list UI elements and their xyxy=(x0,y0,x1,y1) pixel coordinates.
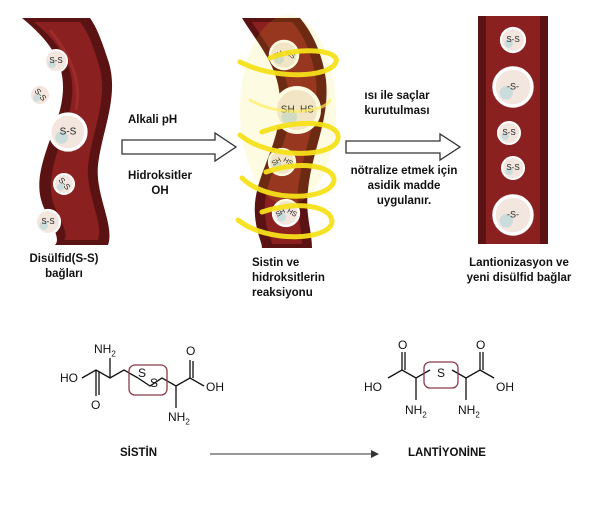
thiol-label-right: HS xyxy=(286,208,298,219)
disulfide-bond-bubble: S-S xyxy=(48,112,88,152)
bond-label: S-S xyxy=(506,163,519,172)
arrow1-top-label: Alkali pH xyxy=(128,114,178,126)
arrow1-bottom-label: Hidroksitler OH xyxy=(128,170,192,197)
lanthionine-ho: HO xyxy=(364,380,382,394)
lanthionine-oh: OH xyxy=(496,380,514,394)
cystine-name: SİSTİN xyxy=(120,447,158,459)
bond-label: S-S xyxy=(502,128,515,137)
bond-label: S-S xyxy=(49,56,62,65)
stage1-bubbles: S-S S-S S-S S-S S-S xyxy=(29,49,88,236)
lanthionine-structure xyxy=(387,352,495,400)
stage3-caption: Lantionizasyon ve yeni disülfid bağlar xyxy=(466,257,572,284)
lanthionine-o-left: O xyxy=(398,338,408,352)
new-bond-bubble: S-S xyxy=(501,156,525,180)
cystine-oh: OH xyxy=(206,380,224,394)
cystine-o-bottom: O xyxy=(91,398,101,412)
disulfide-bond-bubble: S-S xyxy=(29,84,51,106)
cystine-s-right: S xyxy=(150,376,159,390)
arrow2-top-label: ısı ile saçlar kurutulması xyxy=(364,90,430,117)
bond-label: -S- xyxy=(507,209,519,219)
thiol-label-right: HS xyxy=(284,50,296,61)
thiol-label-left: SH xyxy=(275,208,287,219)
bond-label: S-S xyxy=(60,127,77,138)
stage3-bubbles: S-S -S- S-S S-S -S- xyxy=(492,26,534,236)
disulfide-bond-bubble: S-S xyxy=(44,49,68,73)
disulfide-bond-bubble: S-S xyxy=(34,208,62,236)
stage2-caption: Sistin ve hidroksitlerin reaksiyonu xyxy=(252,257,325,299)
lanthionine-name: LANTİYONİNE xyxy=(408,447,486,459)
arrow-2 xyxy=(345,132,462,162)
bond-label: S-S xyxy=(506,35,519,44)
thiol-label-right: HS xyxy=(282,157,294,168)
stage1-caption: Disülfid(S-S) bağları xyxy=(29,253,99,280)
cystine-nh2-top: NH2 xyxy=(94,342,116,359)
thiol-label-left: SH xyxy=(271,157,283,168)
bond-label: -S- xyxy=(507,81,519,91)
disulfide-bond-bubble: S-S xyxy=(53,173,75,195)
new-bond-bubble: -S- xyxy=(492,66,534,108)
lanthionine-nh2-right: NH2 xyxy=(458,403,480,420)
new-bond-bubble: S-S xyxy=(499,26,527,54)
lanthionine-nh2-left: NH2 xyxy=(405,403,427,420)
cystine-s-left: S xyxy=(138,366,147,380)
cystine-structure xyxy=(81,358,205,408)
new-bond-bubble: -S- xyxy=(492,194,534,236)
cystine-nh2-bottom: NH2 xyxy=(168,410,190,427)
arrow-1 xyxy=(121,131,238,163)
lanthionine-s: S xyxy=(437,366,446,380)
lanthionine-o-right: O xyxy=(476,338,486,352)
new-bond-bubble: S-S xyxy=(497,121,521,145)
cystine-ho: HO xyxy=(60,371,78,385)
bond-label: S-S xyxy=(41,217,54,226)
hydroxide-helix xyxy=(235,15,341,240)
arrow2-bottom-label: nötralize etmek için asidik madde uygula… xyxy=(350,165,458,207)
cystine-o-top: O xyxy=(186,344,196,358)
